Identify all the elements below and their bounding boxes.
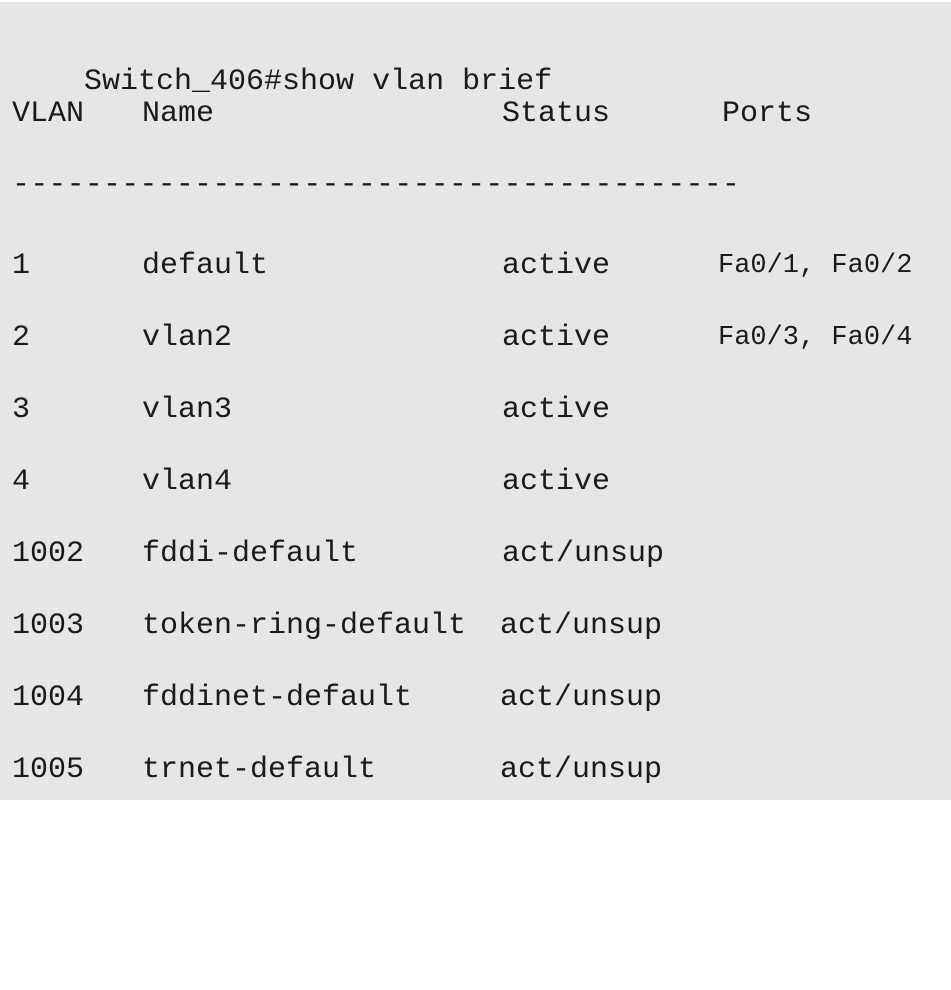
table-row: 1002 fddi-default act/unsup: [12, 534, 942, 574]
row-vlan-id: 1: [12, 249, 31, 283]
row-vlan-name: fddi-default: [142, 537, 359, 571]
row-vlan-id: 3: [12, 393, 31, 427]
row-vlan-name: default: [142, 249, 269, 283]
row-vlan-id: 1002: [12, 537, 85, 571]
row-vlan-status: act/unsup: [502, 537, 665, 571]
table-row: 3 vlan3 active: [12, 390, 942, 430]
row-vlan-status: active: [502, 249, 611, 283]
row-vlan-id: 1004: [12, 681, 85, 715]
row-vlan-status: act/unsup: [500, 609, 663, 643]
table-row: 4 vlan4 active: [12, 462, 942, 502]
table-row: 2 vlan2 active Fa0/3, Fa0/4: [12, 318, 942, 358]
table-separator: ----------------------------------------: [12, 168, 741, 202]
row-vlan-name: vlan3: [142, 393, 233, 427]
table-header: VLAN Name Status Ports: [12, 94, 942, 134]
table-row: 1004 fddinet-default act/unsup: [12, 678, 942, 718]
header-name: Name: [142, 97, 215, 131]
terminal-output: Switch_406#show vlan brief VLAN Name Sta…: [0, 0, 951, 802]
row-vlan-id: 1005: [12, 753, 85, 787]
row-vlan-status: active: [502, 393, 611, 427]
row-vlan-name: vlan4: [142, 465, 233, 499]
table-row: 1005 trnet-default act/unsup: [12, 750, 942, 790]
table-row: 1003 token-ring-default act/unsup: [12, 606, 942, 646]
row-vlan-ports: Fa0/1, Fa0/2: [718, 251, 913, 281]
row-vlan-status: active: [502, 321, 611, 355]
row-vlan-name: trnet-default: [142, 753, 377, 787]
row-vlan-name: fddinet-default: [142, 681, 413, 715]
header-ports: Ports: [722, 97, 813, 131]
row-vlan-name: token-ring-default: [142, 609, 467, 643]
row-vlan-status: act/unsup: [500, 681, 663, 715]
row-vlan-id: 1003: [12, 609, 85, 643]
header-status: Status: [502, 97, 611, 131]
row-vlan-ports: Fa0/3, Fa0/4: [718, 323, 913, 353]
row-vlan-status: active: [502, 465, 611, 499]
row-vlan-id: 2: [12, 321, 31, 355]
row-vlan-id: 4: [12, 465, 31, 499]
command-line: Switch_406#show vlan brief: [12, 22, 552, 99]
header-vlan: VLAN: [12, 97, 85, 131]
command-text: Switch_406#show vlan brief: [84, 65, 553, 99]
row-vlan-name: vlan2: [142, 321, 233, 355]
row-vlan-status: act/unsup: [500, 753, 663, 787]
table-row: 1 default active Fa0/1, Fa0/2: [12, 246, 942, 286]
